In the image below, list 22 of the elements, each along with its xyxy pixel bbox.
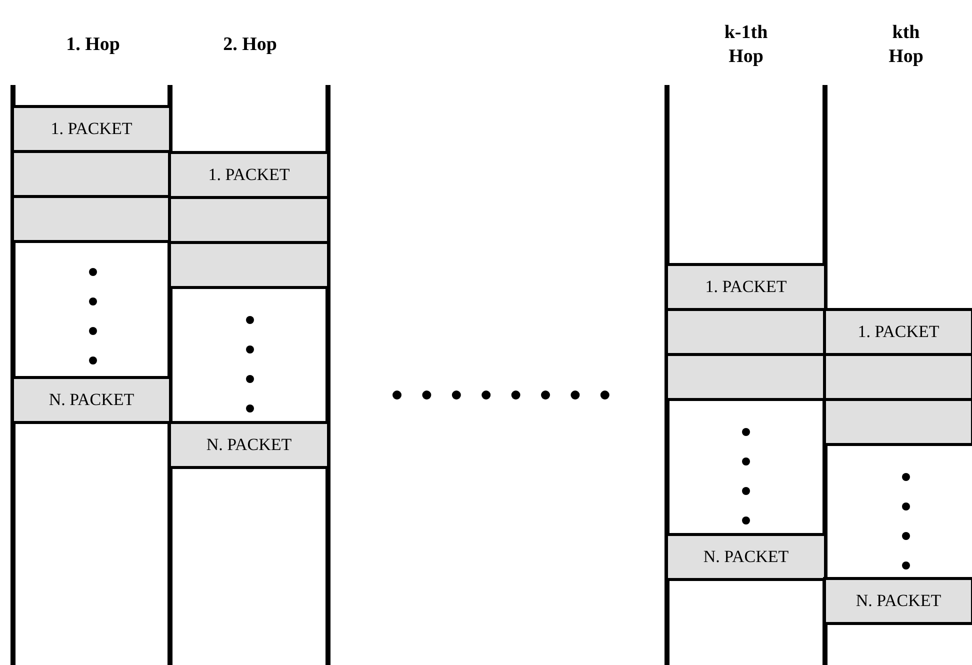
packet-label: 1. PACKET xyxy=(858,322,940,342)
hop-heading: 1. Hop xyxy=(65,33,121,57)
packet-box xyxy=(665,533,827,581)
packet-label: N. PACKET xyxy=(856,591,942,611)
packet-label: 1. PACKET xyxy=(208,165,290,185)
hop-heading: kth Hop xyxy=(888,21,924,69)
packet-box xyxy=(665,263,827,311)
packet-label: 1. PACKET xyxy=(50,119,132,139)
packet-box xyxy=(823,308,972,356)
empty-packet-box xyxy=(823,398,972,446)
packet-label: N. PACKET xyxy=(703,547,789,567)
packet-box xyxy=(11,376,172,424)
packet-box xyxy=(823,577,972,625)
packet-label: N. PACKET xyxy=(206,435,292,455)
hop-heading: k-1th Hop xyxy=(723,21,769,69)
packet-box xyxy=(168,421,330,469)
packet-label: N. PACKET xyxy=(48,390,134,410)
packet-box xyxy=(11,105,172,153)
packet-label: 1. PACKET xyxy=(705,277,787,297)
hop-heading: 2. Hop xyxy=(222,33,278,57)
packet-box xyxy=(168,151,330,199)
empty-packet-box xyxy=(168,241,330,289)
